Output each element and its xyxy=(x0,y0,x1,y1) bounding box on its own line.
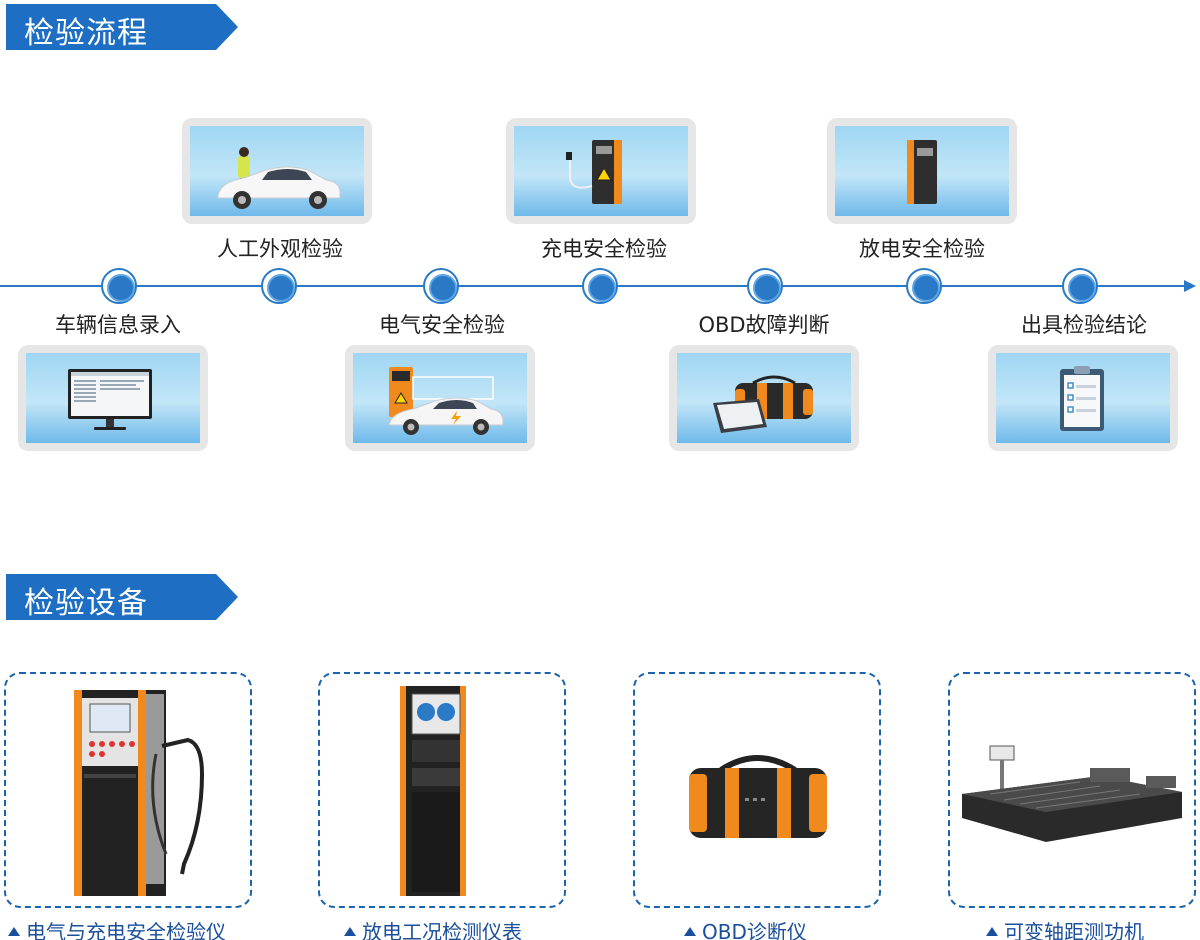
step-label-4: 充电安全检验 xyxy=(541,237,667,261)
triangle-up-icon xyxy=(986,927,998,936)
step-card-3 xyxy=(345,345,535,451)
step-label-2: 人工外观检验 xyxy=(217,237,343,261)
step-card-2 xyxy=(182,118,372,224)
timeline-node-1 xyxy=(101,268,137,304)
equipment-caption-text-1: 电气与充电安全检验仪 xyxy=(26,920,226,940)
charger-and-car-icon xyxy=(388,367,504,435)
equipment-caption-3: OBD诊断仪 xyxy=(684,916,807,940)
timeline-node-4 xyxy=(582,268,618,304)
step-image-1 xyxy=(26,353,200,443)
step-image-3 xyxy=(353,353,527,443)
step-image-5 xyxy=(677,353,851,443)
charger-tester-icon xyxy=(74,690,205,896)
step-image-7 xyxy=(996,353,1170,443)
step-image-6 xyxy=(835,126,1009,216)
timeline-node-7 xyxy=(1062,268,1098,304)
equipment-card-2 xyxy=(318,672,566,908)
section-tag-process: 检验流程 xyxy=(6,4,238,51)
step-card-1 xyxy=(18,345,208,451)
equipment-caption-text-2: 放电工况检测仪表 xyxy=(362,920,522,940)
timeline-node-6 xyxy=(906,268,942,304)
discharge-meter-icon xyxy=(400,686,466,896)
section-title-process: 检验流程 xyxy=(24,16,148,51)
step-label-7: 出具检验结论 xyxy=(1021,313,1147,337)
triangle-up-icon xyxy=(684,927,696,936)
equipment-card-1 xyxy=(4,672,252,908)
step-label-3: 电气安全检验 xyxy=(379,313,505,337)
timeline-arrow-icon xyxy=(1184,280,1196,292)
step-card-7 xyxy=(988,345,1178,451)
step-image-4 xyxy=(514,126,688,216)
equipment-card-4 xyxy=(948,672,1196,908)
clipboard-icon xyxy=(1060,366,1104,431)
equipment-caption-text-4: 可变轴距测功机 xyxy=(1004,920,1144,940)
step-card-4 xyxy=(506,118,696,224)
timeline-node-3 xyxy=(423,268,459,304)
timeline-node-2 xyxy=(261,268,297,304)
step-card-6 xyxy=(827,118,1017,224)
obd-tablet-icon xyxy=(713,375,813,433)
triangle-up-icon xyxy=(344,927,356,936)
monitor-icon xyxy=(68,369,152,430)
section-title-equipment: 检验设备 xyxy=(24,586,148,621)
step-label-5: OBD故障判断 xyxy=(698,313,830,337)
equipment-caption-1: 电气与充电安全检验仪 xyxy=(8,916,226,940)
obd-diagnostic-icon xyxy=(689,755,827,838)
equipment-caption-2: 放电工况检测仪表 xyxy=(344,916,522,940)
step-label-1: 车辆信息录入 xyxy=(55,313,181,337)
equipment-caption-text-3: OBD诊断仪 xyxy=(702,920,807,940)
charging-station-icon xyxy=(566,140,622,204)
dynamometer-icon xyxy=(962,745,1182,842)
car-with-inspector-icon xyxy=(217,147,341,209)
step-image-2 xyxy=(190,126,364,216)
triangle-up-icon xyxy=(8,927,20,936)
equipment-caption-4: 可变轴距测功机 xyxy=(986,916,1144,940)
equipment-card-3 xyxy=(633,672,881,908)
discharge-cabinet-icon xyxy=(907,140,937,204)
step-card-5 xyxy=(669,345,859,451)
timeline-node-5 xyxy=(747,268,783,304)
section-tag-equipment: 检验设备 xyxy=(6,574,238,621)
step-label-6: 放电安全检验 xyxy=(859,237,985,261)
